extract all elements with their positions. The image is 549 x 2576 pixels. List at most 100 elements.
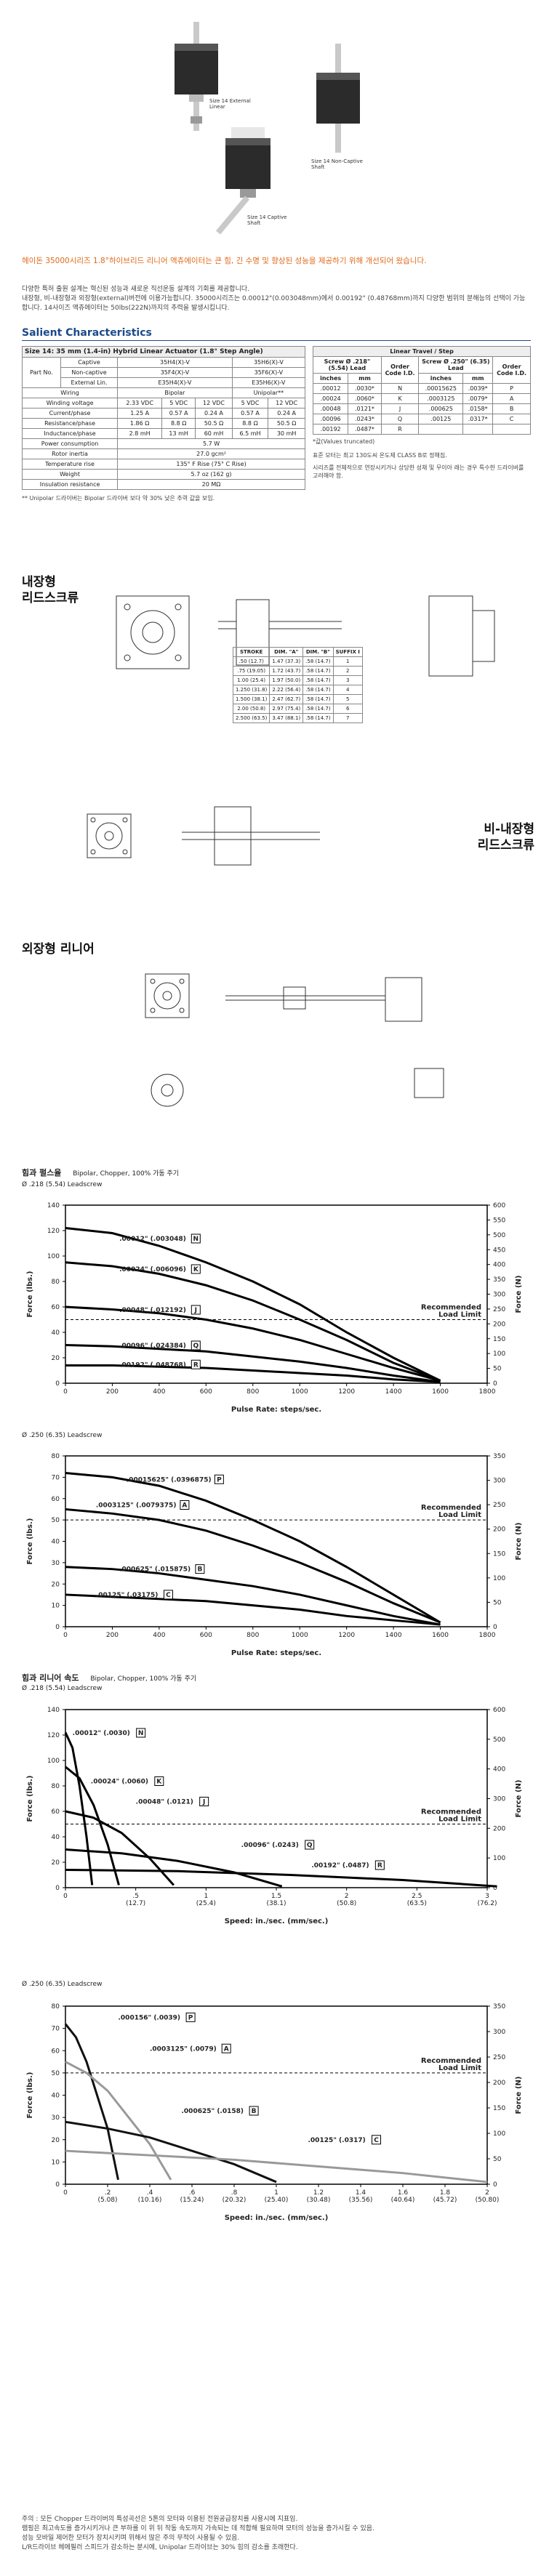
y2-tick-label-line: 100 bbox=[493, 1855, 505, 1862]
x-tick-label: 1.2(30.48) bbox=[307, 2189, 331, 2204]
x-tick-label: 0 bbox=[63, 1893, 68, 1900]
temp-label: Temperature rise bbox=[21, 459, 119, 470]
spec-footnote: ** Unipolar 드라이버는 Bipolar 드라이버 보다 약 30% … bbox=[22, 495, 215, 502]
y-tick-label: 20 bbox=[52, 1859, 60, 1867]
x-tick-label: 200 bbox=[106, 1388, 119, 1396]
y-tick-label-line: 140 bbox=[47, 1707, 60, 1714]
y2-tick-label-line: 250 bbox=[493, 2054, 505, 2061]
y2-tick-label: 100 bbox=[493, 2130, 505, 2138]
x-tick-label: 0 bbox=[63, 1388, 68, 1396]
series-code: R bbox=[193, 1361, 199, 1369]
stroke-cell: 2.500 (63.5) bbox=[232, 713, 271, 723]
y2-tick-label: 200 bbox=[493, 1825, 505, 1832]
stroke-row: 1.500 (38.1)2.47 (62.7).58 (14.7)5 bbox=[232, 694, 363, 704]
y-tick-label-line: 70 bbox=[52, 2026, 60, 2033]
y2-tick-label-line: 100 bbox=[493, 2130, 505, 2138]
y-tick-label-line: 0 bbox=[55, 1885, 60, 1892]
x-tick-label-line: 1.6 bbox=[398, 2189, 409, 2197]
y2-axis-label: Force (N) bbox=[515, 2077, 523, 2114]
y-axis-label: Force (lbs.) bbox=[26, 1518, 34, 1565]
travel-cell: .00024 bbox=[312, 393, 349, 404]
y2-tick-label-line: 200 bbox=[493, 2080, 505, 2087]
y-tick-label: 70 bbox=[52, 1474, 60, 1481]
stroke-cell: 3 bbox=[332, 675, 363, 685]
x-tick-label: 200 bbox=[106, 1632, 119, 1639]
x-tick-label: .6(15.24) bbox=[180, 2189, 204, 2204]
y2-tick-label: 300 bbox=[493, 1796, 505, 1803]
x-tick-label-line: 1600 bbox=[432, 1632, 449, 1639]
insul-label: Insulation resistance bbox=[21, 479, 119, 490]
y-tick-label-line: 70 bbox=[52, 1474, 60, 1481]
x-tick-label: 1400 bbox=[385, 1632, 402, 1639]
recommended-label-line: Load Limit bbox=[438, 1511, 481, 1519]
x-tick-label-line: (12.7) bbox=[126, 1900, 145, 1907]
series-code-line: C bbox=[374, 2137, 379, 2144]
stroke-cell: 5 bbox=[332, 694, 363, 704]
y2-tick-label: 0 bbox=[493, 1380, 497, 1388]
stroke-header: DIM. "B" bbox=[302, 647, 334, 657]
x-tick-label-line: 1200 bbox=[338, 1632, 355, 1639]
series-label-text-line: .00125" (.03175) bbox=[96, 1592, 159, 1599]
series-label-text: .000625" (.015875) bbox=[119, 1566, 191, 1574]
series-label-text: .00012" (.0030) bbox=[73, 1730, 130, 1737]
x-tick-label-line: 1.2 bbox=[313, 2189, 324, 2197]
stroke-cell: .58 (14.7) bbox=[302, 685, 334, 695]
series-code-box bbox=[180, 1500, 190, 1510]
induct-cell: 60 mH bbox=[195, 428, 233, 439]
y-tick-label: 0 bbox=[55, 1380, 60, 1388]
stroke-row: 2.00 (50.8)2.97 (75.4).58 (14.7)6 bbox=[232, 704, 363, 714]
weight-label: Weight bbox=[21, 469, 119, 480]
series-label: .00125" (.0317)C bbox=[308, 2135, 381, 2145]
travel-cell: .0158* bbox=[462, 403, 494, 414]
x-tick-label-line: (76.2) bbox=[477, 1900, 497, 1907]
y-tick-label-line: 80 bbox=[52, 2003, 60, 2011]
y-tick-label-line: 60 bbox=[52, 2048, 60, 2055]
series-label-text: .00048" (.012192) bbox=[119, 1307, 186, 1314]
x-tick-label-line: 2 bbox=[485, 2189, 489, 2197]
y-tick-label-line: 20 bbox=[52, 1355, 60, 1362]
y2-axis-label-line: Force (N) bbox=[515, 2077, 523, 2114]
y-axis-label-line: Force (lbs.) bbox=[26, 1271, 34, 1318]
y-tick-label-line: 60 bbox=[52, 1496, 60, 1503]
recommended-label-line: Recommended bbox=[421, 2057, 481, 2065]
series-line bbox=[64, 2023, 119, 2181]
stroke-cell: 1.500 (38.1) bbox=[232, 694, 271, 704]
chart-force-218: 0204060801001201400501001502002503003504… bbox=[26, 1202, 523, 1414]
stroke-cell: 1 bbox=[332, 656, 363, 667]
part-row-label: External Lin. bbox=[60, 377, 119, 388]
travel-cell: .0243* bbox=[348, 414, 382, 424]
y2-tick-label: 150 bbox=[493, 2105, 505, 2112]
x-tick-label: 1.6(40.64) bbox=[391, 2189, 415, 2204]
y-tick-label: 100 bbox=[47, 1253, 60, 1260]
x-tick-label: 1(25.4) bbox=[196, 1893, 216, 1907]
y-tick-label-line: 140 bbox=[47, 1202, 60, 1209]
y-tick-label: 120 bbox=[47, 1228, 60, 1235]
x-tick-label-line: .8 bbox=[231, 2189, 238, 2197]
series-label-text: .00048" (.0121) bbox=[136, 1799, 193, 1806]
y2-tick-label: 200 bbox=[493, 2080, 505, 2087]
charts-force-sub: Bipolar, Chopper, 100% 가동 주기 bbox=[73, 1170, 180, 1178]
external-drawing bbox=[145, 973, 444, 1107]
series-label-text-line: .000156" (.0039) bbox=[119, 2014, 181, 2021]
series-code: K bbox=[193, 1266, 199, 1273]
series-line bbox=[65, 2149, 488, 2183]
x-tick-label-line: 800 bbox=[247, 1388, 259, 1396]
travel-title: Linear Travel / Step bbox=[313, 346, 531, 357]
resist-label: Resistance/phase bbox=[21, 418, 119, 429]
stroke-row: .75 (19.05)1.72 (43.7).58 (14.7)2 bbox=[232, 666, 363, 676]
footnotes: 주의 : 모든 Chopper 드라이버의 특성곡선은 5톤의 모터와 이용된 … bbox=[22, 2515, 531, 2553]
charts-force-title: 힘과 펄스율 Bipolar, Chopper, 100% 가동 주기 bbox=[22, 1167, 179, 1178]
series-code: N bbox=[138, 1730, 144, 1737]
y-tick-label-line: 60 bbox=[52, 1808, 60, 1816]
x-tick-label-line: 1200 bbox=[338, 1388, 355, 1396]
series-line bbox=[65, 1848, 283, 1888]
y-tick-label: 80 bbox=[52, 2003, 60, 2011]
series-label-text: .00125" (.03175) bbox=[96, 1592, 159, 1599]
winding-cell: 2.33 VDC bbox=[117, 398, 163, 408]
travel-rows: .00012.0030*N.00015625.0039*P.00024.0060… bbox=[312, 383, 531, 435]
stroke-cell: .75 (19.05) bbox=[232, 666, 271, 676]
y2-tick-label: 100 bbox=[493, 1351, 505, 1358]
y2-tick-label: 100 bbox=[493, 1855, 505, 1862]
series-line bbox=[65, 1508, 441, 1624]
y-tick-label-line: 20 bbox=[52, 1859, 60, 1867]
